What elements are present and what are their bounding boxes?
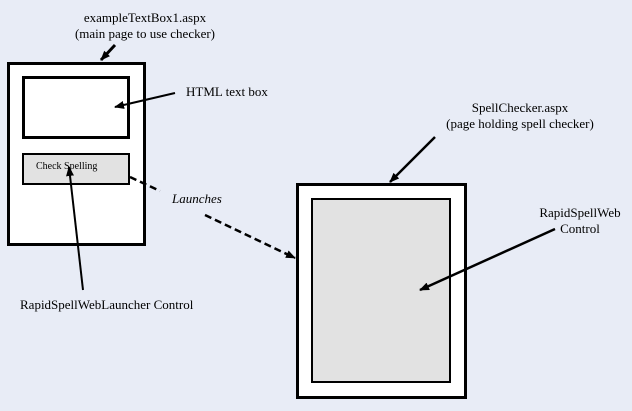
html-text-box[interactable]: [22, 76, 130, 139]
arrow-to-html-text-box: [114, 92, 176, 109]
spell-checker-filename: SpellChecker.aspx: [471, 100, 569, 115]
rapidspellweb-control-label: RapidSpellWeb Control: [530, 205, 630, 237]
rapidspellweb-label-line1: RapidSpellWeb: [539, 205, 621, 220]
main-page-filename: exampleTextBox1.aspx: [83, 10, 207, 25]
arrow-to-spell-checker-page: [389, 136, 436, 183]
main-page-description: (main page to use checker): [74, 26, 216, 41]
rapidspellweb-label-line2: Control: [560, 221, 600, 236]
rapidspellweb-control: [311, 198, 451, 383]
html-text-box-label: HTML text box: [186, 84, 268, 99]
arrow-to-check-spelling-button: [66, 166, 84, 291]
launcher-control-label: RapidSpellWebLauncher Control: [20, 297, 194, 312]
launches-dash-1: [129, 175, 161, 193]
spell-checker-page-title: SpellChecker.aspx (page holding spell ch…: [420, 100, 620, 132]
arrow-to-main-page: [99, 43, 117, 62]
main-page-title: exampleTextBox1.aspx (main page to use c…: [60, 10, 230, 42]
launches-dash-2: [204, 213, 296, 260]
arrow-to-rapidspellweb-control: [419, 227, 556, 292]
spell-checker-description: (page holding spell checker): [446, 116, 594, 131]
launches-label: Launches: [172, 191, 222, 206]
